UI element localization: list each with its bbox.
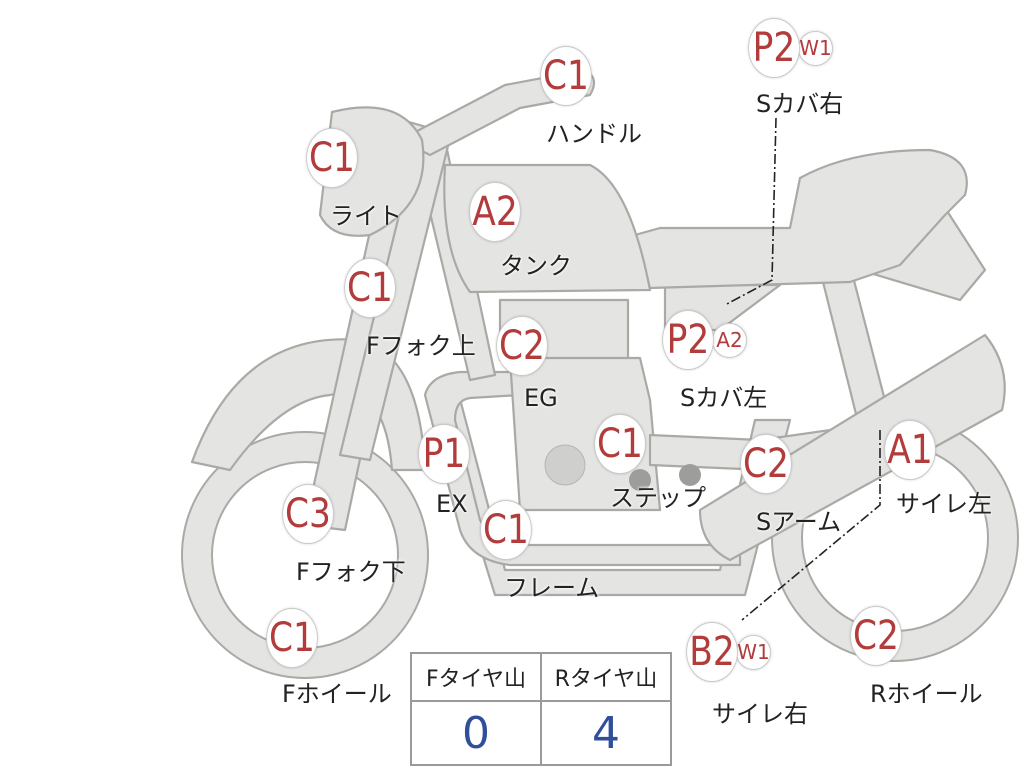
seat-shape: [633, 148, 968, 290]
grade-badge: C1: [594, 414, 646, 474]
front-tire-value: 0: [410, 700, 542, 766]
grade-badge: A2: [469, 182, 521, 242]
grade-badge: C1: [540, 46, 592, 106]
muffler-right-label: サイレ右: [712, 700, 808, 728]
sub-grade-badge: W1: [736, 634, 771, 670]
grade-badge: C2: [850, 606, 902, 666]
fork-upper-marker: C1: [340, 258, 400, 318]
tank-marker: A2: [465, 182, 525, 242]
frame-label: フレーム: [504, 574, 600, 602]
side-cover-right-label: Sカバ右: [756, 90, 844, 118]
grade-badge: P2: [748, 18, 800, 78]
rear-tire-header: Rタイヤ山: [540, 652, 672, 702]
rear-wheel-marker: C2: [846, 606, 906, 666]
side-cover-left-label: Sカバ左: [680, 384, 768, 412]
frame-shape: [428, 378, 792, 597]
grade-badge: P2: [662, 310, 714, 370]
grade-badge: C1: [306, 128, 358, 188]
muffler-left-label: サイレ左: [896, 490, 992, 518]
rear-wheel-label: Rホイール: [870, 680, 983, 708]
rear-tire-value: 4: [540, 700, 672, 766]
front-tire-header: Fタイヤ山: [410, 652, 542, 702]
side-cover-right-marker: P2 W1: [744, 18, 833, 78]
footpeg-2: [679, 464, 701, 486]
exhaust-pipe: [423, 370, 742, 567]
grade-badge: B2: [686, 622, 738, 682]
light-marker: C1: [302, 128, 362, 188]
grade-badge: A1: [884, 420, 936, 480]
step-label: ステップ: [610, 484, 706, 512]
front-wheel-label: Fホイール: [282, 680, 392, 708]
engine-cover: [544, 444, 586, 486]
light-label: ライト: [330, 202, 402, 230]
grade-badge: C3: [282, 484, 334, 544]
engine-label: EG: [524, 384, 558, 412]
grade-badge: C2: [496, 316, 548, 376]
grade-badge: P1: [418, 424, 470, 484]
muffler-shape: [698, 333, 1006, 562]
fork-lower-marker: C3: [278, 484, 338, 544]
swingarm-marker: C2: [736, 434, 796, 494]
front-wheel-marker: C1: [262, 608, 322, 668]
grade-badge: C1: [266, 608, 318, 668]
fork-upper-label: Fフォク上: [366, 332, 476, 360]
leader-line-muffler-right: [741, 430, 881, 621]
grade-badge: C1: [344, 258, 396, 318]
muffler-right-marker: B2 W1: [682, 622, 771, 682]
side-cover-left-marker: P2 A2: [658, 310, 747, 370]
handle-marker: C1: [536, 46, 596, 106]
grade-badge: C1: [480, 500, 532, 560]
sub-grade-badge: W1: [798, 30, 833, 66]
tank-label: タンク: [500, 252, 572, 280]
tire-tread-table: Fタイヤ山 Rタイヤ山 0 4: [410, 652, 672, 766]
footpeg-1: [629, 469, 651, 491]
muffler-left-marker: A1: [880, 420, 940, 480]
swingarm-label: Sアーム: [756, 508, 842, 536]
leader-line-side-cover-right: [724, 117, 777, 306]
step-marker: C1: [590, 414, 650, 474]
fork-lower-label: Fフォク下: [296, 558, 406, 586]
sub-grade-badge: A2: [712, 322, 747, 358]
grade-badge: C2: [740, 434, 792, 494]
handle-label: ハンドル: [546, 120, 642, 148]
engine-marker: C2: [492, 316, 552, 376]
exhaust-marker: P1: [414, 424, 474, 484]
exhaust-label: EX: [436, 490, 468, 518]
frame-marker: C1: [476, 500, 536, 560]
